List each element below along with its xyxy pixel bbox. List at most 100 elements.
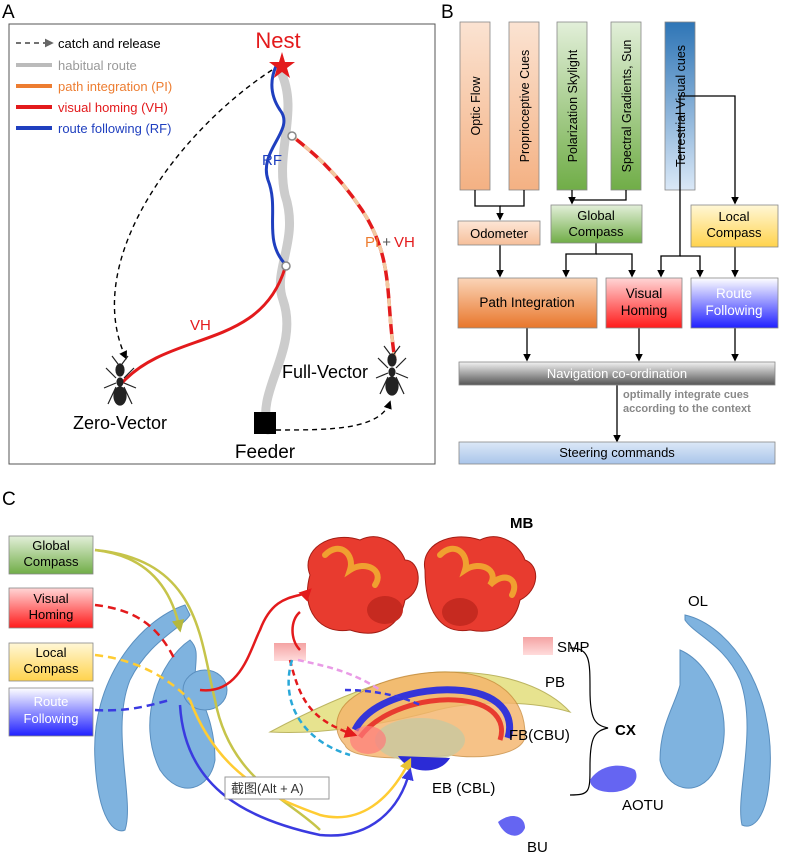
aotu-region [590,765,637,793]
projection-paths [94,548,421,837]
input-visual-homing [8,587,94,629]
aotu-label: AOTU [622,797,664,814]
input-global-compass [8,535,94,575]
legend-vh-text: visual homing (VH) [58,100,168,115]
input-route-following [8,687,94,737]
legend-habitual-text: habitual route [58,58,137,73]
route-following-line2: Following [705,303,762,318]
smp-box-left [274,643,306,661]
nest-star-icon [269,52,295,78]
pi-vh-label: PI+VH [365,234,415,251]
steering-box [458,441,776,465]
smp-label: SMP [557,639,590,656]
nest-label: Nest [255,28,300,53]
note-line2: according to the context [623,403,751,415]
cue-proprioceptive [508,21,540,191]
note-label: optimally integrate cues according to the… [623,389,751,415]
legend-catch-text: catch and release [58,36,161,51]
cue-spectral-label: Spectral Gradients, Sun [620,40,634,173]
bu-label: BU [527,839,548,856]
panel-a-legend: catch and release habitual route path in… [16,36,172,136]
cue-terrestrial-label: Terrestrial Visual cues [674,45,688,167]
screenshot-tooltip [224,776,330,800]
ivh-line2: Homing [29,607,74,622]
steering-label: Steering commands [559,445,675,460]
local-compass-box [690,204,779,248]
pb-label: PB [545,674,565,691]
panel-a-label: A [2,2,15,23]
full-vector-label: Full-Vector [282,362,368,382]
global-compass-line2: Compass [569,224,624,239]
ant-zero-icon [103,355,137,406]
irf-line2: Following [24,711,79,726]
cue-polarization-label: Polarization Skylight [566,49,580,162]
mb-label: MB [510,515,533,532]
mushroom-bodies [306,536,537,634]
cx-bracket [569,647,609,796]
habitual-route [261,65,294,435]
smp-box-right [523,637,553,655]
local-compass-line2: Compass [707,225,762,240]
feeder-label: Feeder [235,442,296,463]
igc-line2: Compass [24,554,79,569]
eb-label: EB (CBL) [432,780,495,797]
local-compass-line1: Local [718,209,749,224]
fb-label: FB(CBU) [509,727,570,744]
path-integration-label: Path Integration [479,295,574,310]
coordination-box [458,361,776,386]
cue-proprioceptive-label: Proprioceptive Cues [518,50,532,163]
panel-a-frame [8,23,436,465]
note-line1: optimally integrate cues [623,389,749,401]
central-complex [268,671,572,771]
panel-c-label: C [2,489,16,510]
cue-optic-flow [459,21,491,191]
waypoint-upper [287,131,297,141]
ant-full-icon [375,345,409,396]
input-local-compass [8,642,94,682]
catch-release-full [275,400,392,431]
coordination-label: Navigation co-ordination [547,366,687,381]
cue-polarization [556,21,588,191]
rf-label: RF [262,152,282,169]
ilc-line1: Local [35,645,66,660]
route-following-path [264,65,288,267]
cx-label: CX [615,722,636,739]
pi-vh-red [290,134,397,361]
route-following-box [690,277,779,329]
vh-label: VH [190,317,211,334]
igc-line1: Global [32,538,70,553]
global-compass-box [550,204,643,244]
legend-rf-text: route following (RF) [58,121,171,136]
ivh-line1: Visual [33,591,68,606]
ilc-line2: Compass [24,661,79,676]
visual-homing-line2: Homing [621,303,668,318]
path-integration-box [457,277,598,329]
screenshot-tooltip-text: 截图(Alt + A) [231,781,304,796]
irf-line1: Route [34,694,69,709]
ol-label: OL [688,593,708,610]
pi-label: PI [365,234,379,251]
waypoint-lower [281,261,291,271]
odometer-label: Odometer [470,226,528,241]
cue-boxes: Optic Flow Proprioceptive Cues Polarizat… [459,21,696,191]
odometer-box [457,220,541,246]
legend-pi-text: path integration (PI) [58,79,172,94]
plus-label: + [382,234,391,251]
route-following-line1: Route [716,286,752,301]
right-optic-lobe [659,614,771,827]
panel-b-connectors [474,95,739,443]
bu-region [498,816,525,836]
cue-spectral [610,21,642,191]
zero-vector-label: Zero-Vector [73,413,167,433]
cue-optic-flow-label: Optic Flow [469,76,483,136]
global-compass-line1: Global [577,208,615,223]
panel-b-label: B [441,2,454,23]
